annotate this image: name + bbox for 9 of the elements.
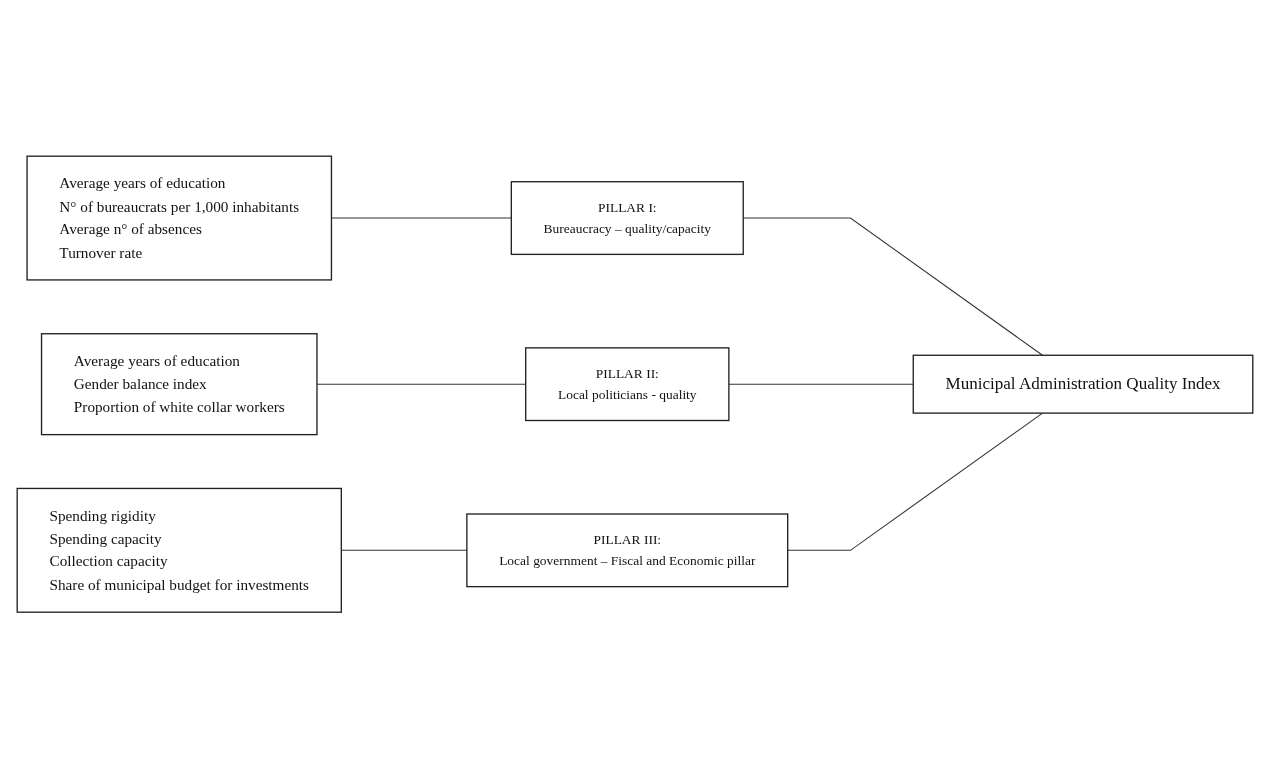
- node-box: Spending rigidity Spending capacity Collection capacity Share of municipal budget for investments: [16, 488, 342, 614]
- node-box: Average years of education Gender balance index Proportion of white collar workers: [40, 333, 318, 436]
- node-box: PILLAR I: Bureaucracy – quality/capacity: [510, 181, 744, 256]
- connector: [787, 412, 1044, 552]
- node-box: PILLAR II: Local politicians - quality: [525, 347, 730, 422]
- node-box: PILLAR III: Local government – Fiscal and Economic pillar: [466, 513, 789, 588]
- node-box: Average years of education N° of bureaucrats per 1,000 inhabitants Average n° of absences Turnover rate: [26, 155, 333, 281]
- node-box: Municipal Administration Quality Index: [912, 354, 1254, 415]
- connector: [728, 383, 914, 386]
